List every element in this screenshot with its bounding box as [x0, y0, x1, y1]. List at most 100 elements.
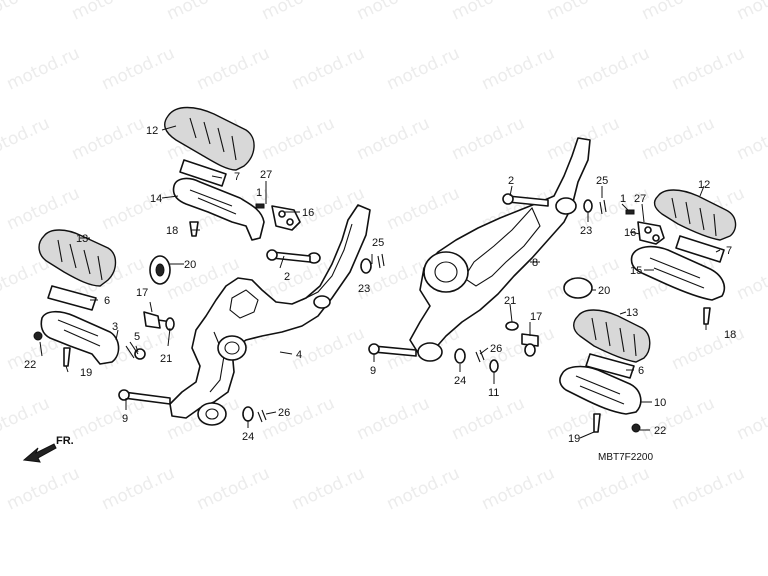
watermark-text: motod.ru — [259, 393, 338, 444]
callout-c2b: 2 — [508, 175, 514, 187]
callout-c23b: 23 — [580, 225, 592, 237]
watermark-text: motod.ru — [669, 463, 748, 514]
callout-c23a: 23 — [358, 283, 370, 295]
right-front-footpeg-plate — [585, 353, 635, 379]
watermark-text: motod.ru — [164, 0, 243, 25]
left-front-footpeg-bracket — [40, 310, 120, 365]
watermark-text: motod.ru — [289, 463, 368, 514]
front-label: FR. — [56, 435, 74, 447]
watermark-text: motod.ru — [4, 183, 83, 234]
watermark-text: motod.ru — [4, 463, 83, 514]
drawing-code: MBT7F2200 — [598, 452, 653, 463]
watermark-text: motod.ru — [639, 393, 718, 444]
left-rear-footpeg-bracket — [172, 177, 265, 241]
watermark-text: motod.ru — [0, 393, 53, 444]
callout-c7a: 7 — [234, 171, 240, 183]
left-front-footpeg-plate — [47, 285, 97, 311]
leader-lines — [39, 125, 721, 439]
watermark-text: motod.ru — [734, 113, 768, 164]
callout-c17b: 17 — [530, 311, 542, 323]
watermark-text: motod.ru — [99, 463, 178, 514]
watermark-text: motod.ru — [354, 0, 433, 25]
callout-c13a: 13 — [76, 233, 88, 245]
callout-c25a: 25 — [372, 237, 384, 249]
callout-c24a: 24 — [242, 431, 254, 443]
callout-c5: 5 — [134, 331, 140, 343]
watermark-text: motod.ru — [0, 113, 53, 164]
watermark-text: motod.ru — [384, 43, 463, 94]
callout-c2a: 2 — [284, 271, 290, 283]
front-direction-indicator: FR. — [22, 435, 74, 463]
callout-c27b: 27 — [634, 193, 646, 205]
callout-c10: 10 — [654, 397, 666, 409]
left-assembly — [33, 106, 385, 426]
watermark-text: motod.ru — [289, 43, 368, 94]
watermark-text: motod.ru — [259, 113, 338, 164]
watermark-text: motod.ru — [69, 393, 148, 444]
right-rubber-bush — [563, 277, 593, 299]
callout-c9a: 9 — [122, 413, 128, 425]
callout-c1a: 1 — [256, 187, 262, 199]
callout-c11: 11 — [488, 387, 499, 399]
callout-c26b: 26 — [490, 343, 502, 355]
left-rear-footpeg-rubber — [164, 106, 255, 171]
right-assembly — [368, 137, 737, 433]
callout-c19a: 19 — [80, 367, 92, 379]
callout-c15: 15 — [630, 265, 642, 277]
watermark-text: motod.ru — [734, 393, 768, 444]
callout-c22b: 22 — [654, 425, 666, 437]
watermark-text: motod.ru — [479, 43, 558, 94]
watermark-text: motod.ru — [194, 463, 273, 514]
callout-c22a: 22 — [24, 359, 36, 371]
callout-c1b: 1 — [620, 193, 626, 205]
callout-c21a: 21 — [160, 353, 172, 365]
callout-c16a: 16 — [302, 207, 314, 219]
watermark-text: motod.ru — [669, 43, 748, 94]
watermark-text: motod.ru — [69, 113, 148, 164]
callout-c4: 4 — [296, 349, 302, 361]
watermark-text: motod.ru — [639, 113, 718, 164]
watermark-text: motod.ru — [734, 253, 768, 304]
watermark-text: motod.ru — [259, 0, 338, 25]
watermark-text: motod.ru — [544, 0, 623, 25]
left-rear-stopper-plate — [271, 205, 301, 231]
watermark-text: motod.ru — [0, 253, 53, 304]
callout-labels: 12 7 27 1 14 16 18 13 20 2 25 23 6 17 3 … — [24, 125, 736, 445]
watermark-text: motod.ru — [449, 113, 528, 164]
left-step-bracket — [169, 204, 371, 419]
watermark-text: motod.ru — [639, 0, 718, 25]
callout-c17a: 17 — [136, 287, 148, 299]
callout-c12b: 12 — [698, 179, 710, 191]
callout-c18b: 18 — [724, 329, 736, 341]
right-rear-stopper-plate — [637, 221, 665, 245]
watermark-text: motod.ru — [384, 463, 463, 514]
watermark-text: motod.ru — [194, 43, 273, 94]
left-bracket-boss — [217, 335, 247, 361]
watermark-text: motod.ru — [0, 0, 53, 25]
watermark-text: motod.ru — [449, 0, 528, 25]
callout-c20b: 20 — [598, 285, 610, 297]
right-step-bracket — [409, 137, 591, 357]
callout-c18a: 18 — [166, 225, 178, 237]
watermark-text: motod.ru — [99, 43, 178, 94]
callout-c13b: 13 — [626, 307, 638, 319]
callout-c19b: 19 — [568, 433, 580, 445]
callout-c6b: 6 — [638, 365, 644, 377]
watermark-text: motod.ru — [449, 393, 528, 444]
watermark-text: motod.ru — [4, 43, 83, 94]
callout-c25b: 25 — [596, 175, 608, 187]
callout-c12a: 12 — [146, 125, 158, 137]
callout-c20a: 20 — [184, 259, 196, 271]
right-bracket-boss — [423, 251, 469, 293]
callout-c9b: 9 — [370, 365, 376, 377]
front-arrow-icon — [22, 443, 57, 463]
callout-c24b: 24 — [454, 375, 466, 387]
callout-c27a: 27 — [260, 169, 272, 181]
watermark-text: motod.ru — [734, 0, 768, 25]
watermark-text: motod.ru — [354, 393, 433, 444]
callout-c21b: 21 — [504, 295, 516, 307]
watermark-text: motod.ru — [574, 43, 653, 94]
watermark-text: motod.ru — [384, 183, 463, 234]
watermark-text: motod.ru — [69, 0, 148, 25]
callout-c26a: 26 — [278, 407, 290, 419]
